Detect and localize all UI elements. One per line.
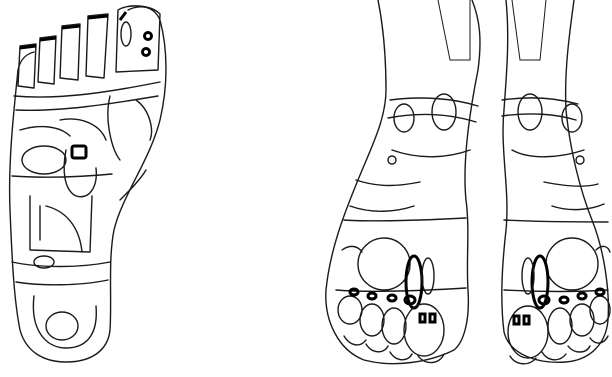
dorsal-left-foot bbox=[326, 0, 480, 364]
dorsal-right-foot bbox=[502, 0, 610, 364]
